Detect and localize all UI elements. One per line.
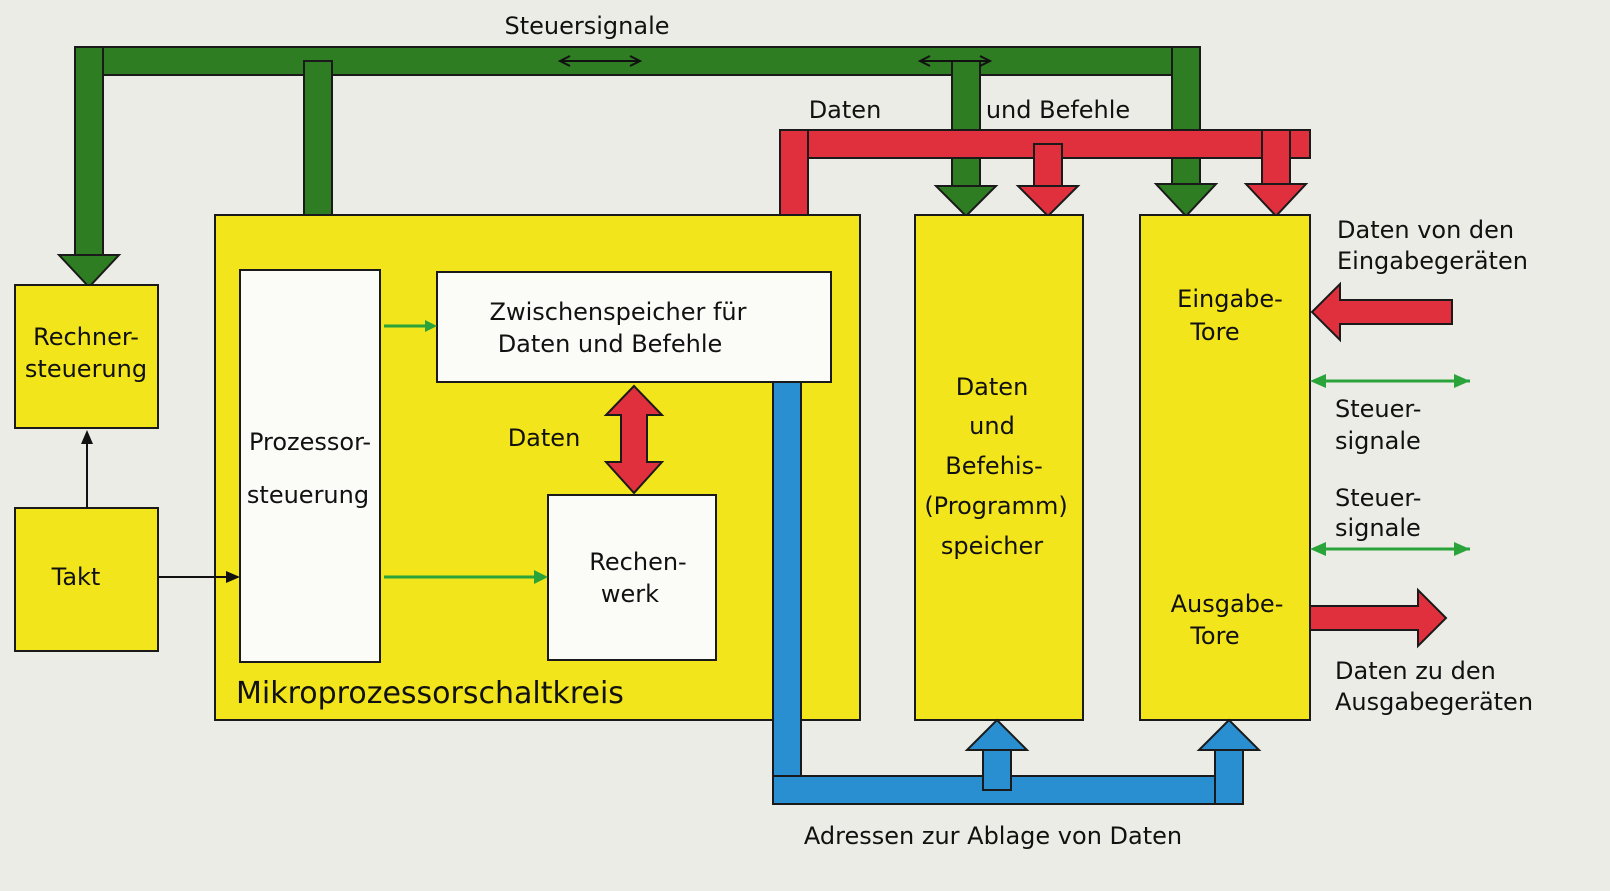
label-zwischenspeicher-2: Daten und Befehle bbox=[498, 330, 723, 358]
io-control-arrow-2-left bbox=[1310, 542, 1326, 556]
internal-data-double-arrow bbox=[603, 384, 665, 495]
rechenwerk-box bbox=[547, 494, 717, 661]
label-daten-zu-2: Ausgabegeräten bbox=[1335, 688, 1533, 716]
label-zwischenspeicher-1: Zwischenspeicher für bbox=[490, 298, 747, 326]
label-mikroprozessorschaltkreis: Mikroprozessorschaltkreis bbox=[236, 676, 624, 711]
prozessorsteuerung-box bbox=[239, 269, 381, 663]
control-bus-to-tore bbox=[1171, 46, 1201, 188]
address-bus bbox=[772, 381, 1262, 805]
label-ausgabe-1: Ausgabe- bbox=[1171, 590, 1284, 618]
label-steuersignale-1b: signale bbox=[1335, 427, 1421, 455]
label-rechenwerk-2: werk bbox=[601, 580, 659, 608]
speicher-block bbox=[914, 214, 1084, 721]
control-bus-direction-marks bbox=[557, 55, 993, 67]
control-bus-to-rechnersteuerung bbox=[74, 46, 104, 268]
control-arrow-speicher bbox=[933, 185, 999, 218]
output-data-arrow bbox=[1309, 587, 1448, 649]
io-control-arrow-1-right bbox=[1454, 374, 1470, 388]
label-steuersignale-2b: signale bbox=[1335, 514, 1421, 542]
label-ausgabe-2: Tore bbox=[1189, 622, 1239, 650]
label-rechnersteuerung-2: steuerung bbox=[25, 355, 147, 383]
io-control-arrow-2-right bbox=[1454, 542, 1470, 556]
takt-arrows bbox=[86, 440, 228, 578]
label-speicher-3: Befehis- bbox=[945, 452, 1043, 480]
data-bus-to-tore bbox=[1261, 129, 1291, 187]
label-speicher-1: Daten bbox=[956, 373, 1029, 401]
arrow-to-zwischenspeicher-head bbox=[425, 320, 437, 332]
label-adressen: Adressen zur Ablage von Daten bbox=[804, 822, 1182, 850]
rechnersteuerung-block bbox=[14, 284, 159, 429]
label-daten-von-1: Daten von den bbox=[1337, 216, 1514, 244]
label-prozessorsteuerung-1: Prozessor- bbox=[249, 428, 371, 456]
label-und-befehle-bus: und Befehle bbox=[986, 96, 1130, 124]
data-arrow-tore bbox=[1243, 183, 1309, 218]
label-speicher-5: speicher bbox=[941, 532, 1043, 560]
label-daten-von-2: Eingabegeräten bbox=[1337, 247, 1528, 275]
input-data-arrow bbox=[1310, 281, 1453, 343]
label-daten-bus: Daten bbox=[809, 96, 882, 124]
control-arrow-rechnersteuerung bbox=[56, 254, 122, 289]
address-bus-to-tore bbox=[1214, 744, 1244, 805]
label-steuersignale-2a: Steuer- bbox=[1335, 484, 1421, 512]
label-rechenwerk-1: Rechen- bbox=[589, 548, 686, 576]
address-arrow-tore bbox=[1196, 718, 1262, 751]
io-control-arrows bbox=[1322, 379, 1470, 551]
label-steuersignale-1a: Steuer- bbox=[1335, 395, 1421, 423]
label-speicher-2: und bbox=[969, 412, 1015, 440]
label-speicher-4: (Programm) bbox=[924, 492, 1067, 520]
label-eingabe-1: Eingabe- bbox=[1177, 285, 1283, 313]
address-arrow-speicher bbox=[964, 718, 1030, 751]
control-bus-to-speicher bbox=[951, 60, 981, 192]
tore-block bbox=[1139, 214, 1311, 721]
arrow-to-rechenwerk-head bbox=[534, 570, 548, 584]
address-bus-to-speicher bbox=[982, 744, 1012, 791]
label-steuersignale-top: Steuersignale bbox=[504, 12, 669, 40]
internal-control-arrows bbox=[384, 324, 536, 579]
label-rechnersteuerung-1: Rechner- bbox=[33, 323, 139, 351]
takt-to-prozessor-head bbox=[226, 571, 240, 583]
label-prozessorsteuerung-2: steuerung bbox=[247, 481, 369, 509]
io-control-arrow-1-left bbox=[1310, 374, 1326, 388]
label-daten-zu-1: Daten zu den bbox=[1335, 657, 1496, 685]
data-bus-to-speicher bbox=[1033, 143, 1063, 191]
label-eingabe-2: Tore bbox=[1189, 318, 1239, 346]
takt-to-rechnersteuerung-head bbox=[81, 430, 93, 444]
zwischenspeicher-box bbox=[436, 271, 832, 383]
label-takt: Takt bbox=[51, 563, 101, 591]
control-bus-to-prozessor bbox=[303, 60, 333, 242]
data-arrow-speicher bbox=[1015, 185, 1081, 218]
control-bus bbox=[56, 46, 1219, 289]
takt-block bbox=[14, 507, 159, 652]
label-daten-internal: Daten bbox=[508, 424, 581, 452]
control-arrow-tore bbox=[1153, 183, 1219, 218]
address-bus-vertical bbox=[772, 381, 802, 805]
